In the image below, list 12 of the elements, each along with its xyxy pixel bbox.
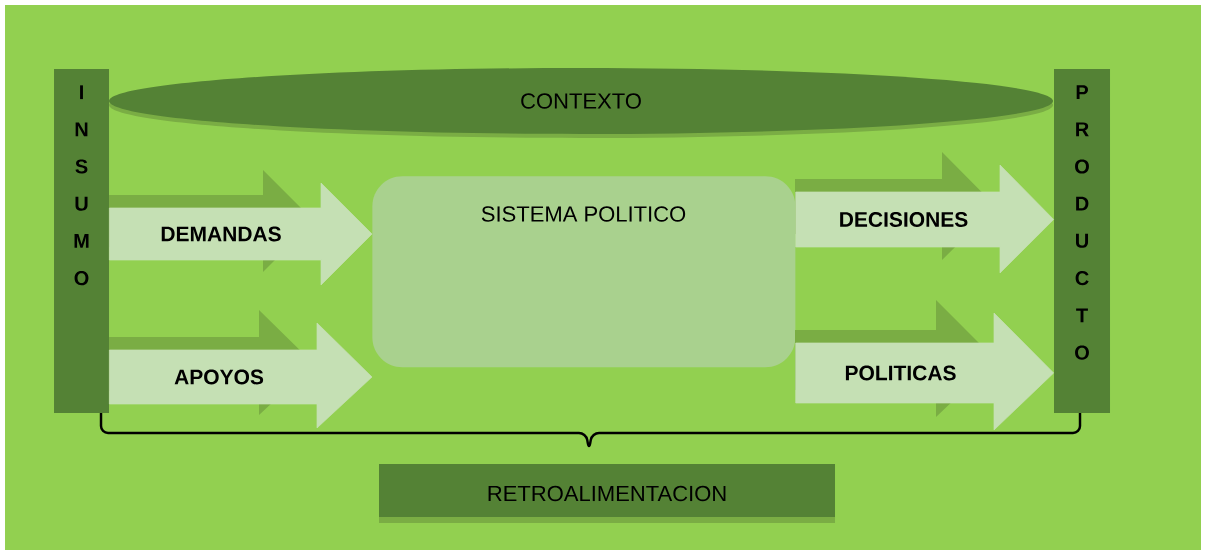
edge-label: POLITICAS — [845, 365, 956, 381]
block-arrow — [109, 310, 373, 429]
block-arrow — [795, 152, 1054, 274]
system-box: SISTEMA POLITICO — [372, 176, 796, 368]
edge-label: DECISIONES — [840, 212, 968, 227]
block-arrow — [795, 300, 1054, 431]
feedback-box: RETROALIMENTACION — [379, 464, 835, 523]
vertical-bar: INSUMO — [54, 69, 109, 413]
edge-label: DEMANDAS — [161, 226, 281, 242]
edge-label: APOYOS — [174, 369, 264, 385]
vertical-bar: PRODUCTO — [1054, 69, 1110, 413]
block-arrow — [109, 170, 373, 286]
